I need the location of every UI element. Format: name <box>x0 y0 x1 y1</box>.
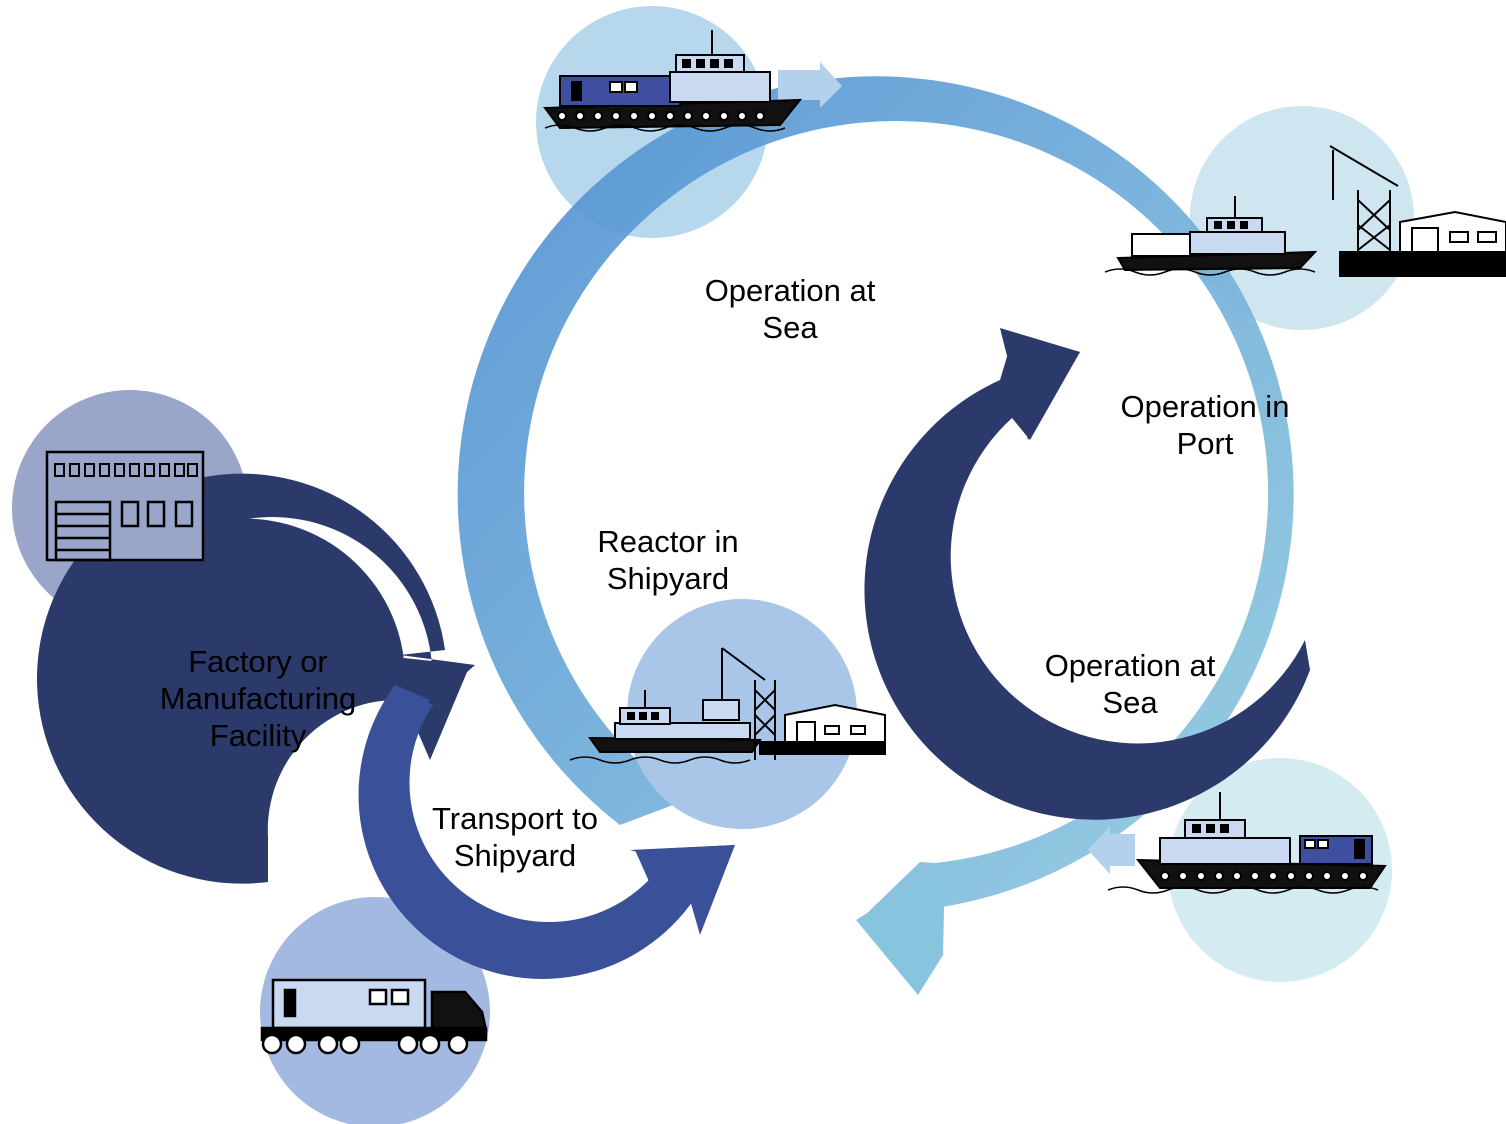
inner-cycle-arrow <box>864 340 1310 820</box>
factory-label: Factory or Manufacturing Facility <box>159 644 357 753</box>
ship-with-reactor-icon <box>1088 792 1387 894</box>
factory-cycle-arrow <box>85 518 471 882</box>
port-label: Operation in Port <box>1120 389 1290 461</box>
shipyard-circle <box>627 599 857 829</box>
ship-in-shipyard-crane-icon <box>569 647 886 764</box>
ship-with-reactor-icon <box>543 30 842 132</box>
factory-building-icon <box>45 450 205 562</box>
sea-outer-label: Operation at Sea <box>704 273 876 345</box>
sea-inner-label: Operation at Sea <box>1044 648 1216 720</box>
transport-label: Transport to Shipyard <box>432 801 598 873</box>
ship-at-port-crane-icon <box>1104 145 1506 277</box>
truck-with-reactor-icon <box>260 978 488 1055</box>
shipyard-label: Reactor in Shipyard <box>597 524 739 596</box>
